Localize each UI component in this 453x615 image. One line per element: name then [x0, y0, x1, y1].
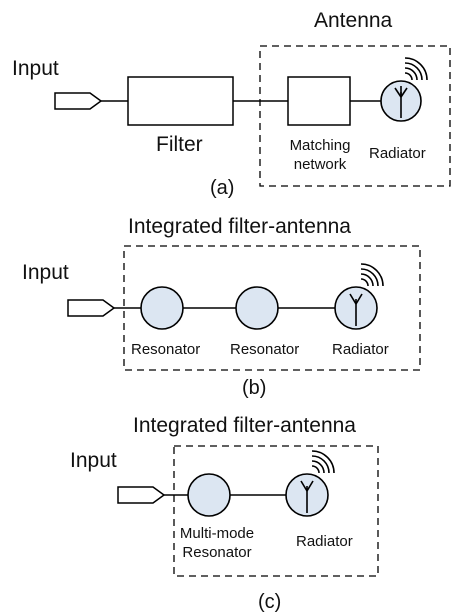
radiator-a — [380, 57, 428, 122]
panel-c — [117, 445, 379, 577]
input-port-a — [54, 92, 103, 110]
title-c: Integrated filter-antenna — [133, 414, 356, 437]
radiator-label-c: Radiator — [296, 533, 353, 550]
antenna-dashed-box — [259, 45, 451, 187]
resonator-2 — [235, 286, 279, 330]
resonator-1 — [140, 286, 184, 330]
resonator-2-label: Resonator — [230, 341, 300, 358]
filter-label: Filter — [156, 133, 203, 156]
integrated-dashed-box-c — [173, 445, 379, 577]
matching-network-box — [287, 76, 351, 126]
input-label-b: Input — [22, 261, 69, 284]
multimode-resonator-label: Multi-mode Resonator — [179, 525, 255, 561]
resonator-1-label: Resonator — [131, 341, 201, 358]
radiation-waves-icon — [360, 263, 384, 287]
radiation-waves-icon — [311, 450, 335, 474]
input-port-b — [67, 299, 116, 317]
radiator-label-b: Radiator — [332, 341, 389, 358]
input-label-c: Input — [70, 449, 117, 472]
input-port-c — [117, 486, 166, 504]
panel-a — [54, 45, 451, 187]
caption-c: (c) — [258, 591, 282, 613]
multimode-resonator — [187, 473, 231, 517]
title-b: Integrated filter-antenna — [128, 215, 351, 238]
filter-box — [127, 76, 234, 126]
panel-b — [67, 245, 421, 371]
antenna-label: Antenna — [314, 9, 393, 32]
radiation-waves-icon — [404, 57, 428, 81]
caption-b: (b) — [242, 377, 267, 399]
matching-network-label: Matching network — [289, 137, 351, 173]
integrated-dashed-box-b — [123, 245, 421, 371]
radiator-label-a: Radiator — [369, 145, 426, 162]
input-label-a: Input — [12, 57, 59, 80]
caption-a: (a) — [210, 177, 235, 199]
radiator-b — [334, 263, 384, 330]
radiator-c — [285, 450, 335, 517]
